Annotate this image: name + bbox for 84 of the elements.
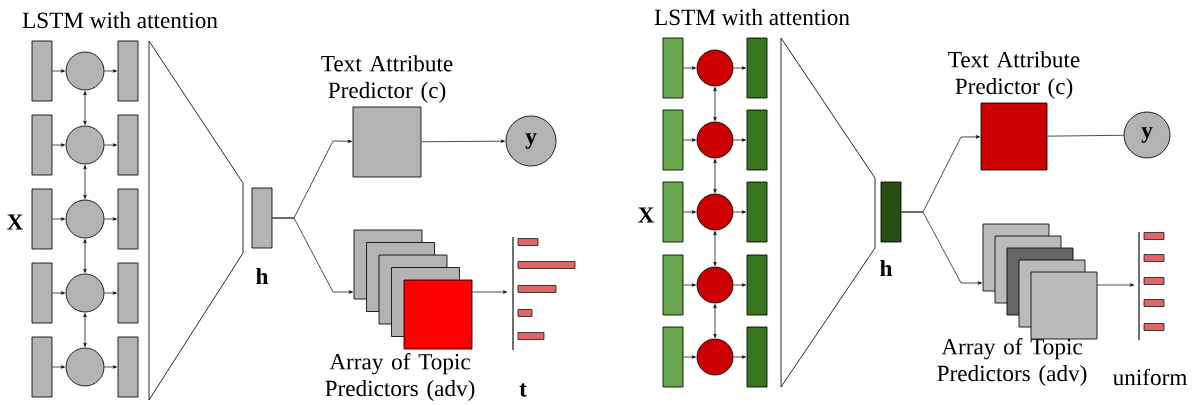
arrow — [83, 239, 87, 273]
vector-box — [746, 181, 768, 243]
vector-box — [117, 114, 139, 176]
input-label: X — [7, 214, 24, 230]
bar-drawing — [1138, 231, 1165, 341]
array-caption: Array of Topic Predictors (adv) — [937, 338, 1087, 386]
arrow — [52, 365, 65, 369]
arrow — [733, 355, 746, 359]
vector-box — [117, 336, 139, 398]
cell-circle — [696, 121, 734, 159]
arrow — [733, 66, 746, 70]
symbol-label: t — [519, 383, 527, 397]
vector-box — [662, 109, 684, 171]
arrow — [52, 291, 65, 295]
input-label: X — [638, 207, 655, 223]
bar-drawing — [512, 236, 576, 351]
panel-title: LSTM with attention — [22, 11, 218, 29]
arrow — [52, 69, 65, 73]
cell-circle — [65, 347, 105, 387]
vector-box — [31, 188, 53, 250]
hidden-state-box — [251, 187, 273, 249]
predictor-box: Text Attribute Predictor (c) — [948, 51, 1080, 171]
arrow — [901, 211, 982, 285]
arrow — [52, 143, 65, 147]
vector-box — [746, 109, 768, 171]
array-caption: Array of Topic Predictors (adv) — [325, 353, 475, 401]
vector-box — [662, 254, 684, 316]
arrow — [733, 138, 746, 142]
node-label: Text Attribute Predictor (c) — [321, 55, 453, 103]
arrow — [713, 304, 717, 338]
symbol-label: uniform — [1112, 368, 1187, 386]
vector-box — [662, 181, 684, 243]
vector-box — [746, 254, 768, 316]
vector-box — [31, 40, 53, 102]
arrow — [733, 210, 746, 214]
arrow — [733, 283, 746, 287]
cell-circle — [65, 125, 105, 165]
arrow — [1097, 283, 1135, 287]
arrow — [713, 231, 717, 266]
arrow — [83, 313, 87, 347]
cell-circle — [696, 338, 734, 376]
vector-box — [117, 40, 139, 102]
arrow — [683, 355, 696, 359]
hidden-state-box — [880, 181, 902, 243]
arrow — [472, 290, 508, 294]
panel-title: LSTM with attention — [654, 8, 850, 26]
arrow — [104, 291, 117, 295]
arrow — [713, 159, 717, 193]
arrow — [83, 91, 87, 125]
cell-circle — [65, 51, 105, 91]
cell-circle — [65, 199, 105, 239]
cell-circle — [696, 193, 734, 231]
arrow — [272, 217, 353, 294]
vector-box — [746, 326, 768, 388]
arrow — [104, 143, 117, 147]
vector-box — [117, 262, 139, 324]
topic-predictor-box — [1030, 271, 1098, 340]
connector-line — [1047, 134, 1124, 137]
arrow — [104, 69, 117, 73]
arrow — [421, 139, 505, 143]
vector-box — [31, 336, 53, 398]
arrow — [83, 165, 87, 199]
arrow — [683, 210, 696, 214]
arrow — [52, 217, 65, 221]
predictor-box: Text Attribute Predictor (c) — [321, 55, 453, 178]
vector-box — [662, 37, 684, 99]
cell-circle — [65, 273, 105, 313]
vector-box — [746, 37, 768, 99]
vector-box — [662, 326, 684, 388]
arrow — [683, 283, 696, 287]
arrow — [713, 87, 717, 121]
arrow — [683, 66, 696, 70]
node-label: Text Attribute Predictor (c) — [948, 51, 1080, 99]
arrow — [104, 217, 117, 221]
cell-circle — [696, 49, 734, 87]
arrow — [104, 365, 117, 369]
arrow — [683, 138, 696, 142]
symbol-label: h — [256, 267, 269, 285]
vector-box — [31, 262, 53, 324]
symbol-label: h — [880, 259, 893, 277]
vector-box — [117, 188, 139, 250]
vector-box — [31, 114, 53, 176]
cell-circle — [696, 266, 734, 304]
topic-predictor-box — [403, 279, 473, 350]
